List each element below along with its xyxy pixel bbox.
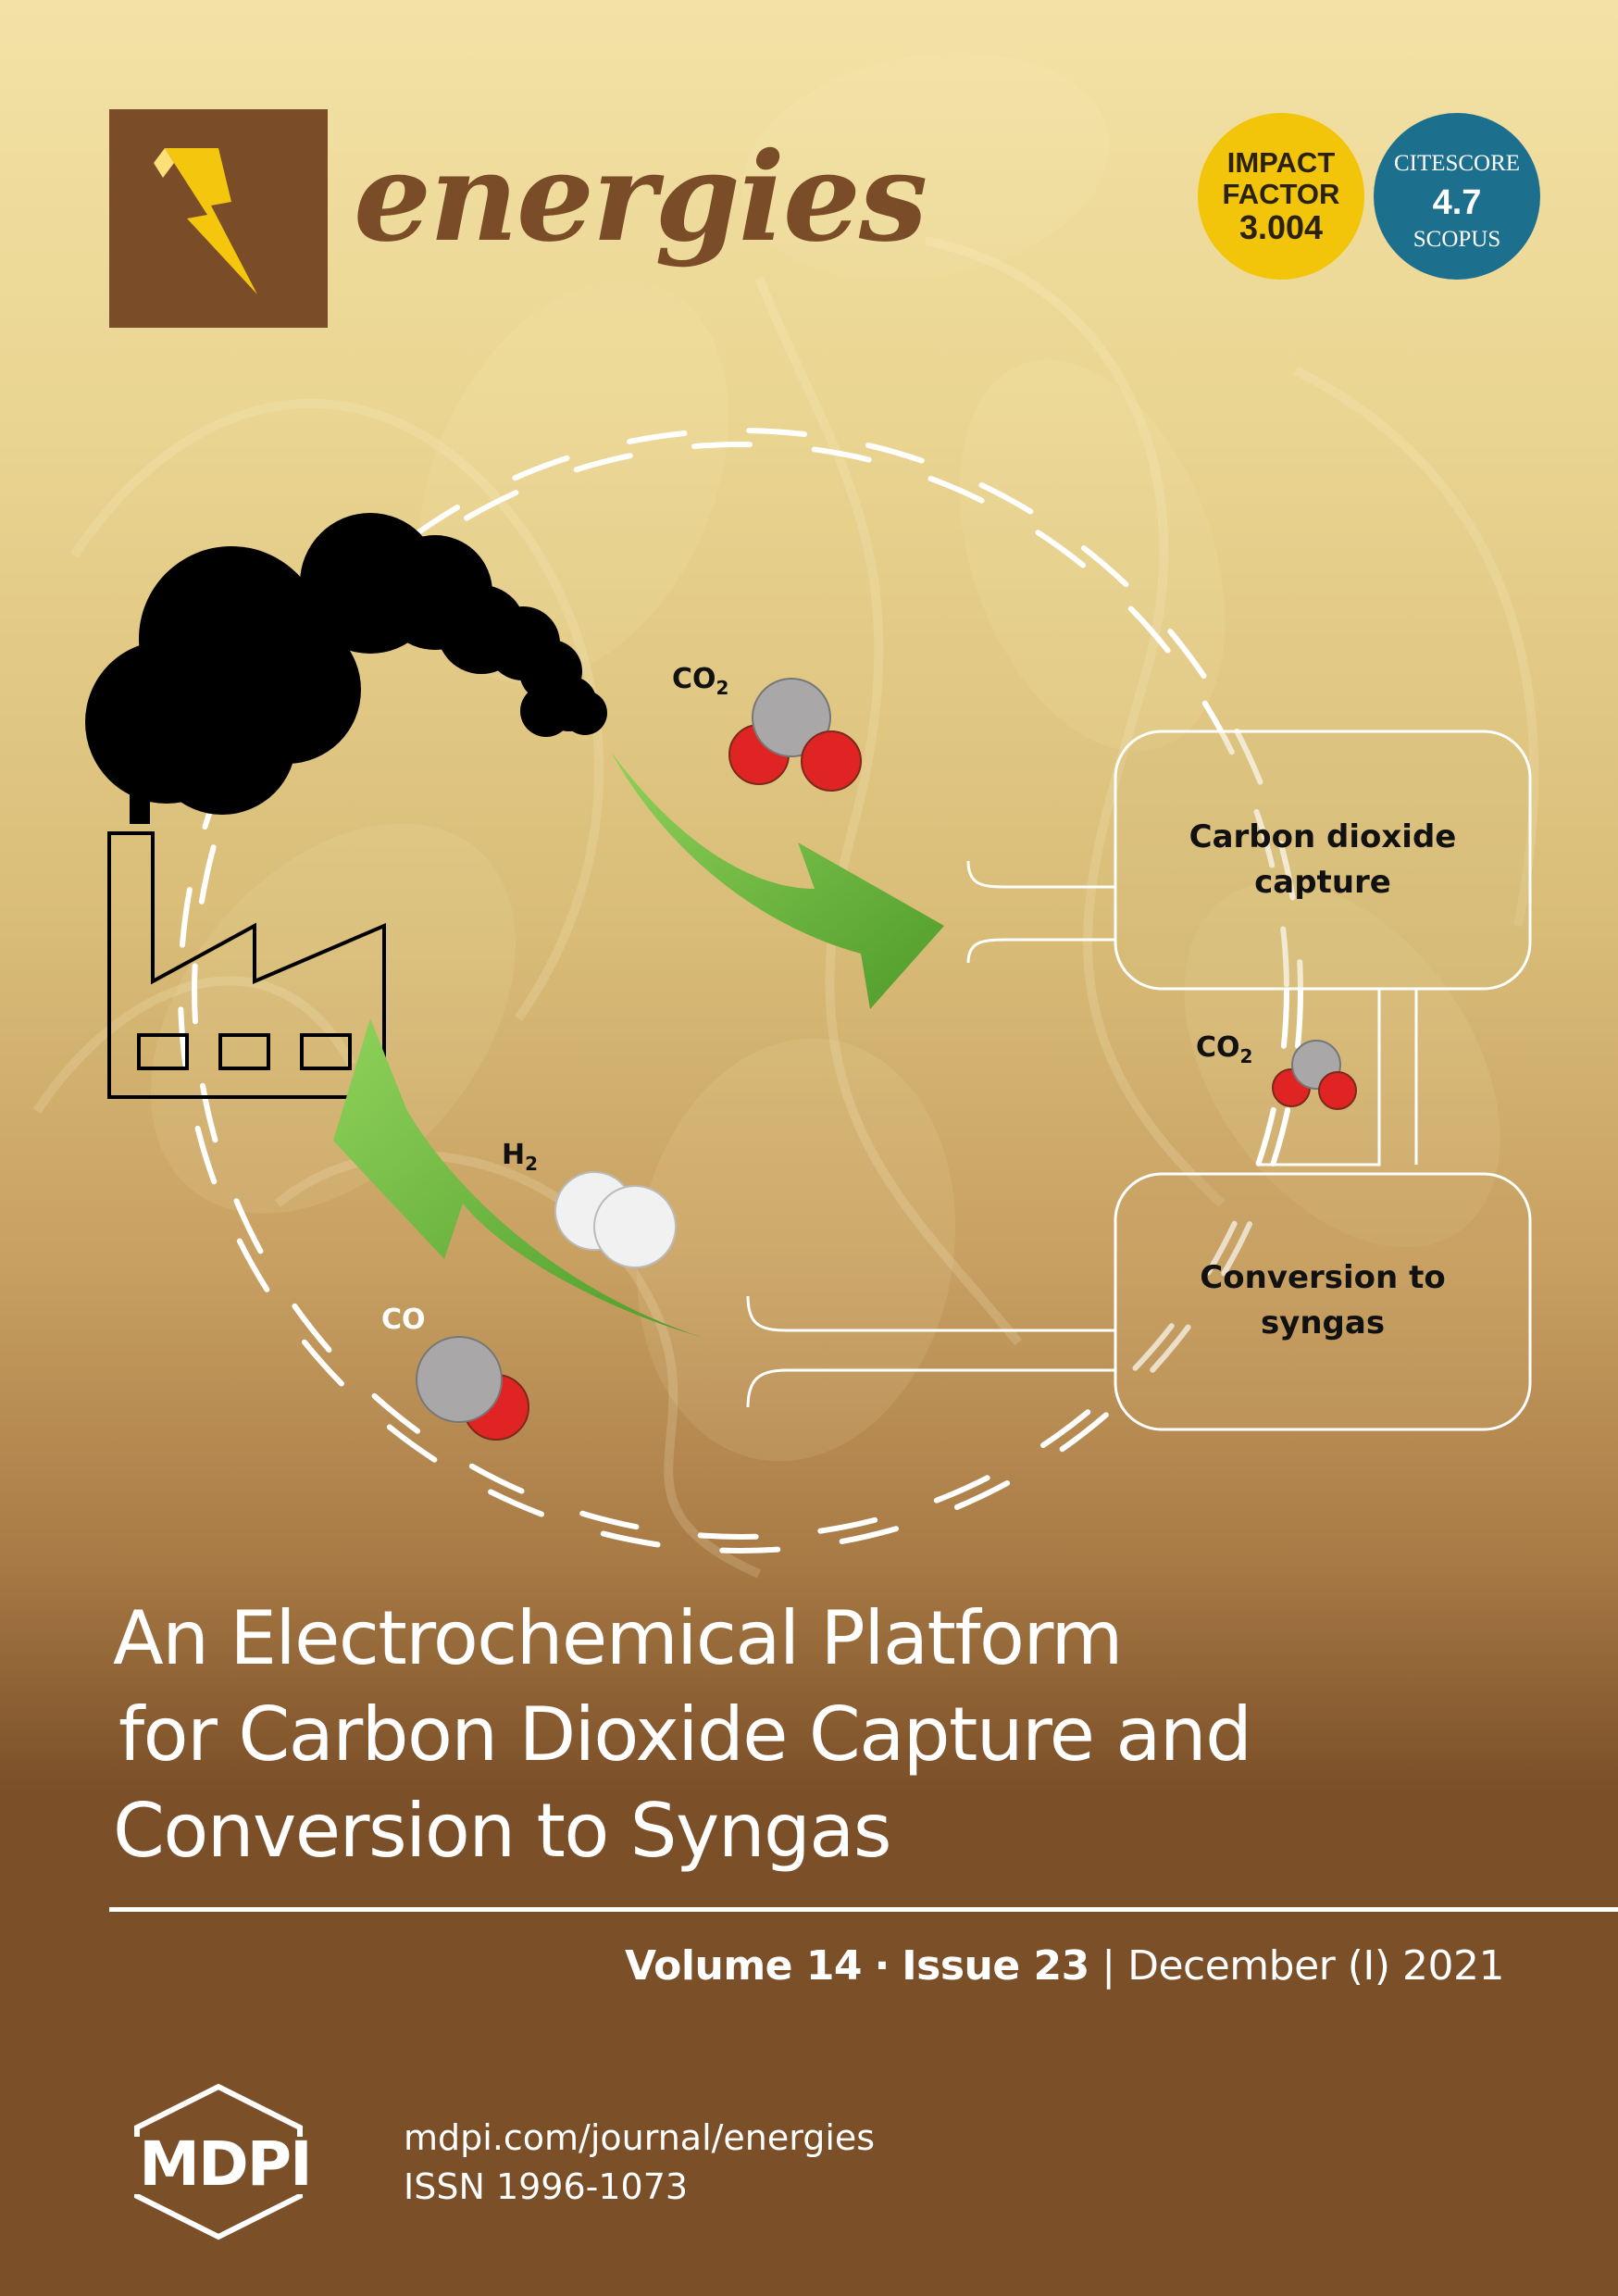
h2-molecule-icon	[554, 1171, 677, 1268]
conversion-box-label: Conversion to syngas	[1115, 1255, 1530, 1347]
citescore-badge: CITESCORE 4.7 SCOPUS	[1374, 113, 1540, 280]
smoke-cloud-icon	[85, 513, 607, 824]
divider-line	[109, 1907, 1618, 1912]
issue-text: Issue 23	[902, 1942, 1089, 1990]
lightning-bolt-icon	[154, 148, 257, 294]
issue-info: Volume 14 · Issue 23 | December (I) 2021	[625, 1942, 1504, 1990]
impact-factor-label-2: FACTOR	[1222, 178, 1340, 210]
impact-factor-value: 3.004	[1238, 208, 1324, 246]
separator-dot: ·	[874, 1942, 890, 1990]
conversion-box	[1114, 1172, 1532, 1431]
conversion-label-line-1: Conversion to	[1200, 1259, 1446, 1296]
citescore-source: SCOPUS	[1413, 227, 1501, 252]
impact-factor-label-1: IMPACT	[1226, 146, 1336, 179]
mdpi-logo: MDPI	[118, 2083, 331, 2240]
co-label: CO	[381, 1304, 426, 1336]
co2-label-top: CO2	[672, 663, 729, 699]
conversion-label-line-2: syngas	[1260, 1304, 1386, 1342]
title-line-3: Conversion to Syngas	[113, 1788, 892, 1874]
citescore-value: 4.7	[1432, 183, 1482, 222]
issn-text: ISSN 1996-1073	[404, 2166, 689, 2207]
impact-factor-badge: IMPACT FACTOR 3.004	[1198, 113, 1364, 280]
journal-name: energies	[354, 126, 927, 269]
separator-bar: |	[1101, 1942, 1115, 1990]
journal-logo	[109, 109, 328, 328]
arrow-icon	[611, 752, 944, 1009]
citescore-label: CITESCORE	[1393, 151, 1521, 176]
capture-label-line-1: Carbon dioxide	[1189, 818, 1457, 855]
article-title: An Electrochemical Platform for Carbon D…	[113, 1591, 1557, 1879]
co2-molecule-icon-small	[1272, 1040, 1357, 1110]
capture-box-label: Carbon dioxide capture	[1115, 815, 1530, 906]
co2-molecule-icon	[728, 678, 862, 792]
title-line-1: An Electrochemical Platform	[113, 1595, 1123, 1681]
capture-box	[1114, 730, 1532, 991]
volume-text: Volume 14	[625, 1942, 863, 1990]
title-line-2: for Carbon Dioxide Capture and	[118, 1691, 1252, 1778]
issue-date: December (I) 2021	[1127, 1942, 1504, 1990]
mdpi-logo-text: MDPI	[139, 2128, 310, 2200]
cycle-dashed-ring	[178, 428, 1303, 1554]
co-molecule-icon	[416, 1336, 529, 1441]
factory-icon	[107, 831, 386, 1099]
capture-label-line-2: capture	[1254, 864, 1391, 902]
co2-label-middle: CO2	[1196, 1031, 1253, 1067]
h2-label: H2	[502, 1139, 539, 1175]
journal-url[interactable]: mdpi.com/journal/energies	[404, 2117, 876, 2158]
arrow-icon-return	[333, 1018, 703, 1338]
